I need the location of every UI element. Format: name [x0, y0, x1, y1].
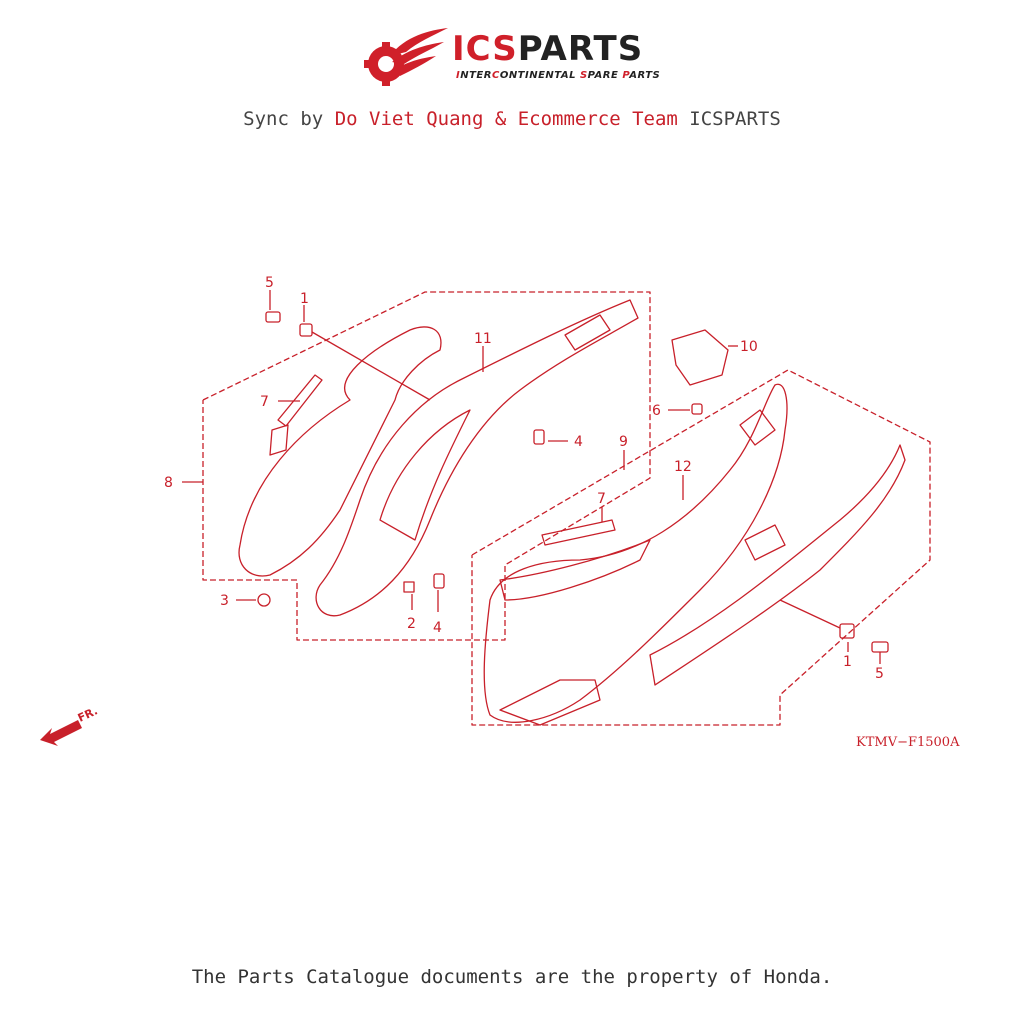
tagline-part: I [456, 70, 461, 81]
callout-6: 6 [652, 403, 661, 419]
part-12-bracket [739, 409, 776, 446]
tagline-part: C [491, 70, 500, 81]
decal-strip [649, 444, 906, 686]
callout-8: 8 [164, 475, 173, 491]
part-7-right-strip [541, 519, 616, 546]
front-arrow-icon: FR. [40, 704, 100, 746]
part-2-clip [403, 581, 415, 593]
tagline-part: NTER [460, 70, 492, 81]
callout-5-right: 5 [875, 666, 884, 682]
part-5-bolt-right [871, 641, 889, 653]
callout-9: 9 [619, 434, 628, 450]
callout-2: 2 [407, 616, 416, 632]
leader-1-left-extended [311, 331, 431, 401]
brand-name-red: ICS [452, 29, 518, 69]
part-11-inner-rib [379, 409, 471, 541]
sync-suffix: ICSPARTS [677, 108, 781, 130]
callout-11: 11 [474, 331, 492, 347]
left-group-frame [202, 291, 651, 641]
tagline-part: ONTINENTAL [499, 70, 580, 81]
leader-1-right-extended [779, 599, 841, 629]
callout-7-left: 7 [260, 394, 269, 410]
diagram-code: KTMV−F1500A [856, 735, 960, 750]
callout-12: 12 [674, 459, 692, 475]
part-8-left-cover [238, 326, 442, 577]
sync-author: Do Viet Quang & Ecommerce Team [334, 108, 678, 130]
callout-4-upper: 4 [574, 434, 583, 450]
callout-10: 10 [740, 339, 758, 355]
part-11-inner-cover [315, 299, 639, 617]
part-11-bracket [564, 314, 611, 351]
callout-5-left: 5 [265, 275, 274, 291]
part-4-screw-upper [533, 429, 545, 445]
callout-1-left: 1 [300, 291, 309, 307]
tagline-part: S [579, 70, 588, 81]
brand-name-dark: PARTS [517, 29, 644, 69]
brand-logo: ICSPARTS INTERCONTINENTAL SPARE PARTS [360, 26, 670, 88]
callout-7-right: 7 [597, 491, 606, 507]
part-4-screw-lower [433, 573, 445, 589]
part-1-grommet-left [299, 323, 313, 337]
decal-emblem [744, 524, 786, 561]
wing-gear-icon [364, 28, 448, 86]
tagline-part: ARTS [629, 70, 661, 81]
part-10-tail-cap [671, 329, 729, 386]
part-8-emblem [269, 424, 289, 456]
tagline-part: P [622, 70, 630, 81]
part-9-lower-panel [499, 679, 601, 726]
part-7-left-strip [277, 374, 323, 427]
brand-tagline: INTERCONTINENTAL SPARE PARTS [456, 70, 660, 81]
callout-1-right: 1 [843, 654, 852, 670]
callout-4-lower: 4 [433, 620, 442, 636]
front-label: FR. [76, 704, 100, 724]
part-1-grommet-right [839, 623, 855, 639]
tagline-part: PARE [587, 70, 623, 81]
part-6-screw [691, 403, 703, 415]
footer-note: The Parts Catalogue documents are the pr… [191, 966, 833, 988]
part-9-right-cover [483, 383, 788, 723]
part-5-bolt-left [265, 311, 281, 323]
part-9-inner-rib [499, 539, 651, 601]
brand-name: ICSPARTS [452, 30, 643, 68]
sync-credit: Sync by Do Viet Quang & Ecommerce Team I… [0, 108, 1024, 130]
sync-prefix: Sync by [243, 108, 335, 130]
callout-3: 3 [220, 593, 229, 609]
right-group-frame [471, 369, 931, 726]
part-3-screw [257, 593, 271, 607]
